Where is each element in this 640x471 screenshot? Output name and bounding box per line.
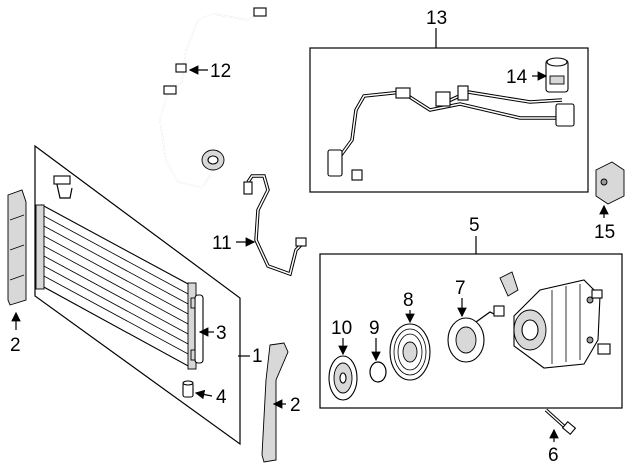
leader-lines <box>11 28 609 442</box>
callout-3: 3 <box>216 323 227 344</box>
compressor-body <box>499 271 611 369</box>
callout-15: 15 <box>594 222 615 243</box>
drier-cap <box>182 380 194 398</box>
callout-12: 12 <box>210 61 231 82</box>
callout-labels: 1 2 2 3 4 5 6 7 8 9 10 11 12 13 14 15 <box>10 8 615 466</box>
callout-5: 5 <box>469 215 480 236</box>
callout-9: 9 <box>369 318 380 339</box>
pulley <box>389 323 431 381</box>
seal-left <box>7 189 27 306</box>
liquid-line-box <box>309 47 589 193</box>
sensor-block <box>595 161 625 205</box>
callout-11: 11 <box>212 233 232 254</box>
callout-14: 14 <box>506 67 528 88</box>
callout-2-left: 2 <box>10 335 21 356</box>
expansion-valve <box>545 57 569 93</box>
snap-ring <box>369 361 387 383</box>
callout-4: 4 <box>216 387 227 408</box>
compressor-box <box>319 253 623 409</box>
callout-6: 6 <box>548 445 559 466</box>
field-coil <box>447 305 505 363</box>
callout-1: 1 <box>252 346 263 367</box>
callout-8: 8 <box>403 290 414 311</box>
callout-13: 13 <box>426 8 447 29</box>
seal-right <box>261 342 289 463</box>
discharge-hose <box>159 7 267 189</box>
suction-hose <box>243 174 307 277</box>
condenser-assembly <box>34 144 241 446</box>
mounting-bolt <box>544 408 577 436</box>
callout-2-right: 2 <box>290 395 301 416</box>
callout-10: 10 <box>331 318 352 339</box>
callout-7: 7 <box>455 278 466 299</box>
clutch-hub <box>328 355 358 401</box>
